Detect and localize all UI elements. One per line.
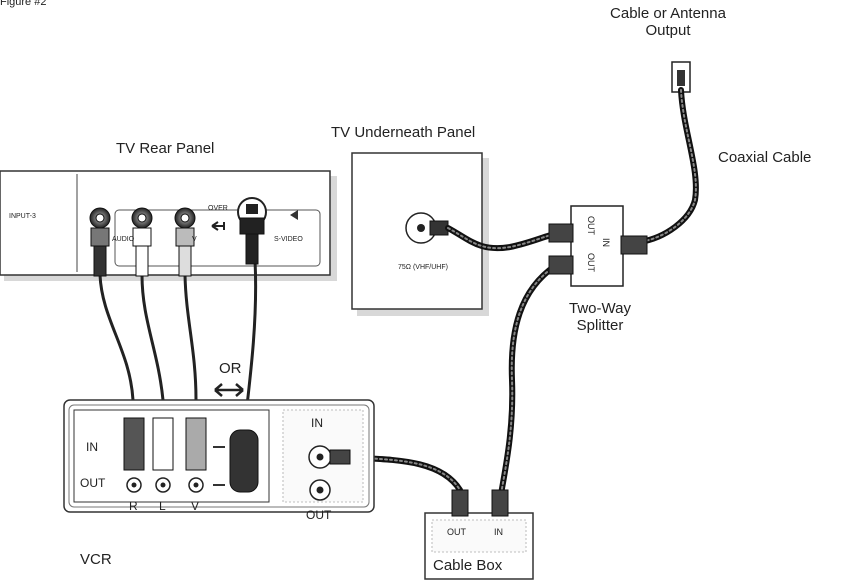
tv-underneath-panel <box>351 152 489 316</box>
vcr-plug-r[interactable] <box>123 417 145 471</box>
tv-rear-panel-title: TV Rear Panel <box>116 140 215 157</box>
vcr-rf-in-label: IN <box>311 416 323 430</box>
cable-box <box>424 489 534 580</box>
cable-box-title: Cable Box <box>433 557 503 574</box>
splitter-in-label: IN <box>601 238 611 247</box>
splitter-out1-connector[interactable] <box>548 223 574 243</box>
two-way-splitter <box>548 205 648 287</box>
cable-box-out-connector[interactable] <box>451 489 469 517</box>
vcr-l-label: L <box>159 499 166 513</box>
vcr-title: VCR <box>80 551 112 568</box>
audio-label: AUDIO <box>112 236 135 243</box>
tv-underneath-panel-title: TV Underneath Panel <box>331 124 476 141</box>
vcr-out-label: OUT <box>80 476 106 490</box>
vcr-plug-l[interactable] <box>152 417 174 471</box>
cable-box-in-label: IN <box>494 527 503 537</box>
input-3-label: INPUT-3 <box>9 213 36 220</box>
splitter-title: Two-Way Splitter <box>569 300 631 334</box>
vcr-device <box>63 399 375 513</box>
vcr-svideo-plug[interactable] <box>229 429 259 493</box>
figure-label: Figure #2 <box>0 0 47 8</box>
vcr-plug-v[interactable] <box>185 417 207 471</box>
audio-video-group-frame <box>114 209 321 267</box>
vcr-r-label: R <box>129 499 138 513</box>
video-label: V <box>192 236 197 243</box>
splitter-out2-label: OUT <box>586 253 596 272</box>
tv-rear-panel <box>0 170 337 281</box>
vhf-uhf-label: 75Ω (VHF/UHF) <box>398 264 448 271</box>
vcr-rf-out-label: OUT <box>306 508 332 522</box>
vcr-av-panel <box>73 409 270 503</box>
tv-side-plugs <box>90 217 265 277</box>
or-label: OR <box>219 360 242 377</box>
override-arrow-icon <box>211 221 225 231</box>
over-label: OVER <box>208 205 228 212</box>
vcr-in-label: IN <box>86 440 98 454</box>
splitter-out1-label: OUT <box>586 216 596 235</box>
svideo-label: S-VIDEO <box>274 236 303 243</box>
tv-rear-panel-body <box>0 170 331 276</box>
splitter-out2-connector[interactable] <box>548 255 574 275</box>
splitter-in-connector[interactable] <box>620 235 648 255</box>
or-double-arrow-icon <box>214 383 244 397</box>
svideo-arrow-icon <box>290 210 298 220</box>
coaxial-cable-label: Coaxial Cable <box>718 149 812 166</box>
cable-box-out-label: OUT <box>447 527 466 537</box>
vcr-v-label: V <box>191 499 200 513</box>
splitter-body <box>570 205 624 287</box>
cable-box-in-connector[interactable] <box>491 489 509 517</box>
antenna-title: Cable or Antenna Output <box>610 5 726 39</box>
